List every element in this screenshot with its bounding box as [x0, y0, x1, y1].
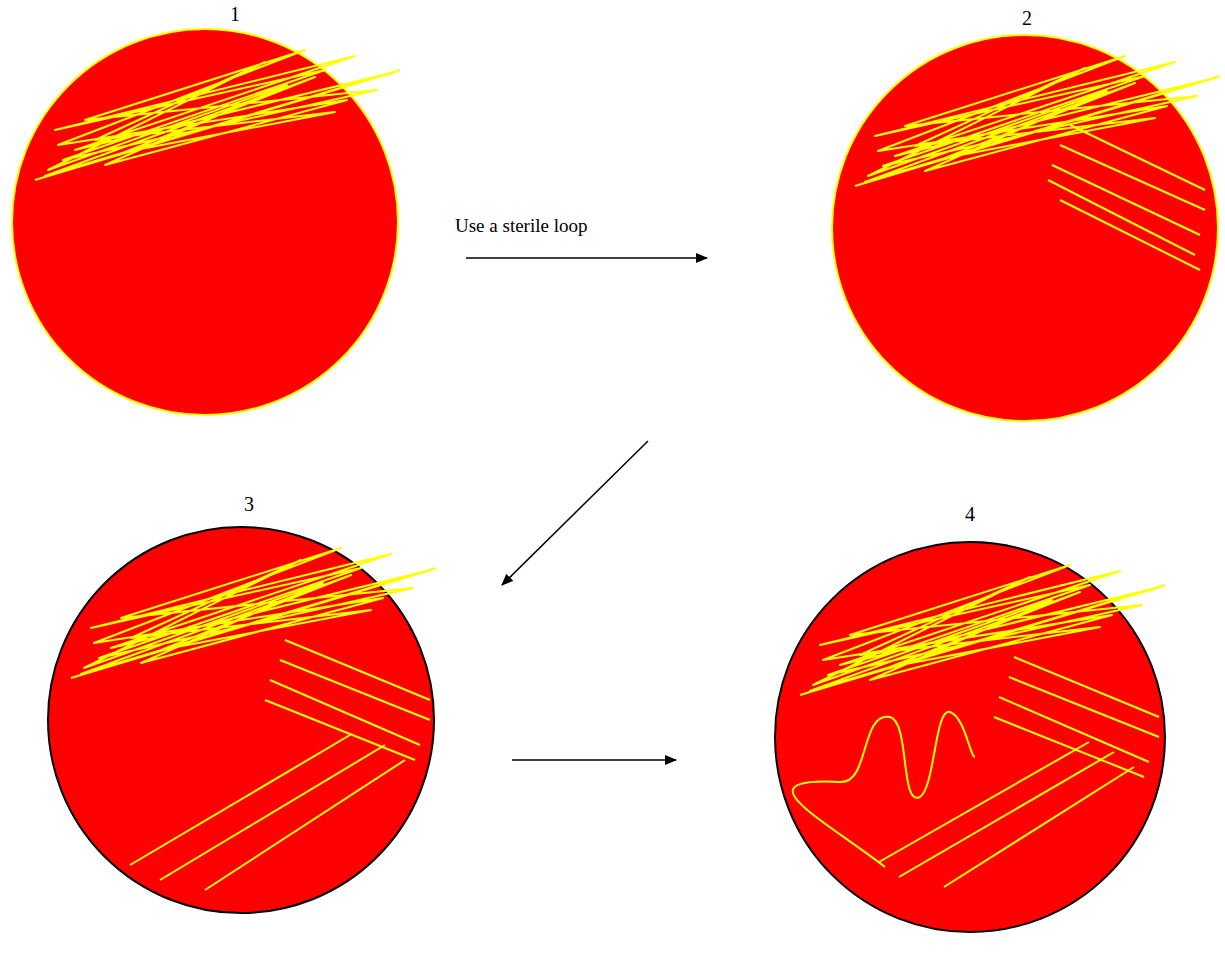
step-arrow: [512, 759, 676, 761]
step-number: 2: [1022, 6, 1032, 30]
plate-node: 1: [12, 2, 398, 416]
agar-plate-1: [12, 29, 400, 415]
arrow-label: Use a sterile loop: [455, 214, 587, 238]
step-number: 4: [965, 502, 975, 526]
plate-node: 2: [832, 6, 1218, 422]
step-arrow: [502, 441, 648, 585]
plate-node: 4: [775, 502, 1165, 934]
step-number: 1: [230, 2, 240, 26]
step-arrow: [466, 257, 707, 259]
step-number: 3: [244, 492, 254, 516]
agar-plate-4: [775, 542, 1165, 932]
plate-node: 3: [48, 492, 434, 914]
agar-plate-3: [48, 527, 436, 913]
agar-plate-2: [832, 35, 1220, 421]
